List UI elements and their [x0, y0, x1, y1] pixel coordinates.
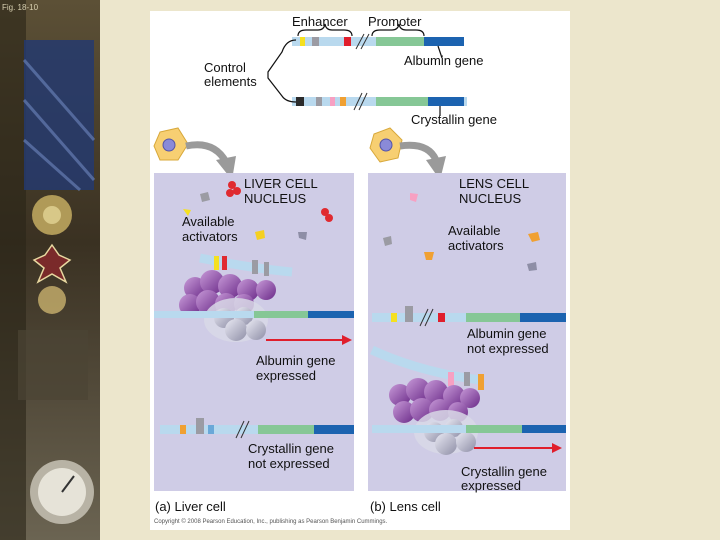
lens-crystallin-status-line2: expressed: [461, 478, 521, 493]
liver-activator-molecules: [183, 181, 333, 240]
lens-albumin-status-line2: not expressed: [467, 341, 549, 356]
gene-diagram-top: Enhancer Promoter Control elements Album…: [204, 14, 497, 127]
control-elements-label-line2: elements: [204, 74, 257, 89]
lens-activators-label-line2: activators: [448, 238, 504, 253]
slide-tag: Fig. 18-10: [2, 3, 39, 12]
lens-nucleus-label-line1: LENS CELL: [459, 176, 529, 191]
control-elements-bracket: [267, 39, 297, 103]
liver-caption: (a) Liver cell: [155, 499, 226, 514]
lens-expression-arrow: [474, 443, 562, 453]
lens-activator-molecules: [383, 193, 540, 271]
copyright-notice: Copyright © 2008 Pearson Education, Inc.…: [154, 518, 388, 525]
lens-activators-label-line1: Available: [448, 223, 501, 238]
lens-caption: (b) Lens cell: [370, 499, 441, 514]
liver-albumin-status-line2: expressed: [256, 368, 316, 383]
promoter-label: Promoter: [368, 14, 422, 29]
promoter-bracket: [371, 23, 425, 37]
decorative-photo: Fig. 18-10: [0, 0, 100, 540]
control-elements-label-line1: Control: [204, 60, 246, 75]
liver-activators-label-line2: activators: [182, 229, 238, 244]
lens-crystallin-gene-line: [372, 425, 566, 433]
lens-albumin-status-line1: Albumin gene: [467, 326, 547, 341]
liver-nucleus-label-line1: LIVER CELL: [244, 176, 318, 191]
liver-nucleus-label-line2: NUCLEUS: [244, 191, 306, 206]
liver-crystallin-status-line1: Crystallin gene: [248, 441, 334, 456]
liver-albumin-gene-line: [154, 311, 354, 318]
crystallin-gene-label: Crystallin gene: [411, 112, 497, 127]
lens-crystallin-status-line1: Crystallin gene: [461, 464, 547, 479]
liver-albumin-status-line1: Albumin gene: [256, 353, 336, 368]
lens-albumin-dna: [372, 306, 566, 327]
albumin-dna: [292, 33, 464, 50]
lens-cell-panel: LENS CELL NUCLEUS Available activators A…: [368, 127, 566, 514]
lens-entry-arrow: [399, 141, 440, 162]
liver-crystallin-dna: [160, 418, 354, 439]
albumin-pointer: [437, 45, 443, 59]
liver-expression-arrow: [266, 335, 352, 345]
albumin-gene-label: Albumin gene: [404, 53, 484, 68]
enhancer-bracket: [297, 23, 353, 37]
liver-cell-panel: LIVER CELL NUCLEUS Available activators: [153, 127, 354, 514]
enhancer-label: Enhancer: [292, 14, 348, 29]
liver-crystallin-status-line2: not expressed: [248, 456, 330, 471]
liver-activators-label-line1: Available: [182, 214, 235, 229]
lens-nucleus-label-line2: NUCLEUS: [459, 191, 521, 206]
crystallin-dna: [292, 92, 467, 111]
